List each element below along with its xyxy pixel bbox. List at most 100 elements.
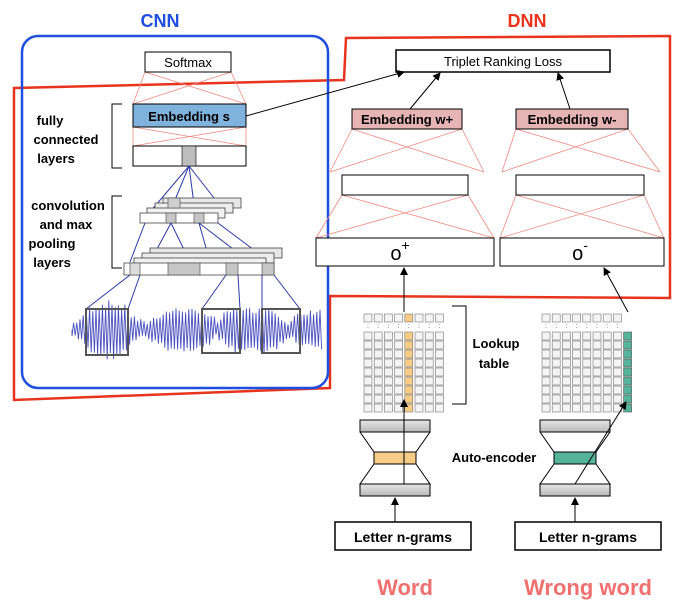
lookup-cell: [551, 349, 561, 359]
lookup-cell: [373, 403, 383, 413]
letter-ngrams-left-box: [334, 521, 472, 551]
loss-box: [395, 49, 611, 73]
lookup-label-line-1: Lookup: [473, 336, 520, 351]
lookup-cell: [572, 367, 581, 377]
lookup-cell: [414, 313, 424, 323]
lookup-cell: [551, 367, 561, 377]
lookup-cell-selected: [623, 385, 632, 395]
lookup-cell: [541, 367, 551, 377]
lookup-cell: [404, 394, 414, 404]
lookup-cell: [592, 313, 602, 323]
lookup-cell: [592, 358, 602, 368]
lookup-cell: [435, 394, 444, 404]
lookup-cell: [613, 376, 622, 386]
lookup-cell: [551, 385, 561, 395]
lookup-cell: [592, 349, 602, 359]
lookup-cell: [602, 358, 612, 368]
fc-bracket: [111, 103, 122, 169]
lookup-cell: [384, 331, 393, 341]
fc-connections: [132, 126, 247, 147]
lookup-cell: [384, 385, 393, 395]
word-label: Word: [377, 575, 433, 600]
lookup-cell: [602, 376, 612, 386]
lookup-cell-selected: [623, 358, 632, 368]
lookup-cell: [602, 385, 612, 395]
embedding-s-label: Embedding s: [148, 109, 230, 124]
left-branch-connections: [315, 128, 495, 239]
lookup-cell-selected: [623, 394, 632, 404]
audio-waveform: [71, 300, 323, 360]
dnn-region-outline: [12, 34, 672, 402]
lookup-cell-selected: [623, 403, 632, 413]
lookup-cell: [592, 376, 602, 386]
letter-ngrams-right-label: Letter n-grams: [539, 529, 637, 545]
lookup-cell: [541, 376, 551, 386]
o-neg-sup: -: [583, 237, 588, 253]
autoencoder-label: Auto-encoder: [452, 450, 537, 465]
arrow-embed-pos-to-loss: [409, 72, 441, 110]
lookup-cell: [394, 394, 403, 404]
lookup-cell: [384, 313, 393, 323]
lookup-table-right: ::::::::: [541, 313, 632, 413]
autoencoder-right: [539, 419, 611, 497]
embedding-neg-label: Embedding w-: [528, 112, 617, 127]
softmax-label: Softmax: [164, 55, 212, 70]
conv-label-line-1: convolution: [31, 198, 105, 213]
lookup-cell: [602, 403, 612, 413]
loss-label: Triplet Ranking Loss: [444, 54, 563, 69]
lookup-cell: [562, 376, 571, 386]
lookup-cell: [414, 331, 424, 341]
lookup-cell: [613, 340, 622, 350]
lookup-cell: [424, 340, 434, 350]
lookup-cell: [582, 385, 592, 395]
lookup-ellipsis: :: [367, 323, 369, 330]
lookup-cell: [404, 376, 414, 386]
lookup-cell: [582, 394, 592, 404]
lookup-cell: [424, 349, 434, 359]
lookup-cell: [613, 358, 622, 368]
fc-unit: [181, 145, 197, 167]
o-pos-label: o+: [390, 237, 409, 265]
lookup-cell: [394, 385, 403, 395]
lookup-cell: [562, 385, 571, 395]
o-pos-base: o: [390, 243, 401, 265]
lookup-cell: [582, 376, 592, 386]
lookup-cell-selected: [623, 340, 632, 350]
lookup-label-line-2: table: [479, 356, 509, 371]
lookup-cell: [373, 385, 383, 395]
lookup-cell: [435, 313, 444, 323]
lookup-cell: [373, 340, 383, 350]
lookup-cell: [613, 313, 622, 323]
lookup-cell: [582, 403, 592, 413]
lookup-cell: [562, 349, 571, 359]
lookup-cell: [394, 358, 403, 368]
lookup-cell: [394, 331, 403, 341]
lookup-cell: [541, 340, 551, 350]
lookup-cell: [404, 367, 414, 377]
fc-label-line-2: connected: [33, 132, 98, 147]
lookup-cell: [592, 394, 602, 404]
lookup-cell: [435, 403, 444, 413]
lookup-cell: [394, 313, 403, 323]
arrow-embed-neg-to-loss: [556, 72, 571, 110]
lookup-cell: [384, 340, 393, 350]
lookup-cell: [562, 331, 571, 341]
lookup-cell: [541, 403, 551, 413]
lookup-cell: [414, 340, 424, 350]
cnn-region-frame: [20, 34, 330, 390]
lookup-cell: [572, 358, 581, 368]
lookup-cell: [592, 385, 602, 395]
lookup-ellipsis: :: [545, 323, 547, 330]
lookup-cell: [404, 358, 414, 368]
arrow-embed-s-to-loss: [245, 70, 405, 117]
lookup-cell: [613, 331, 622, 341]
lookup-cell: [551, 403, 561, 413]
lookup-cell: [602, 367, 612, 377]
lookup-cell: [541, 349, 551, 359]
lookup-cell: [582, 349, 592, 359]
conv-to-wave-lines: [85, 274, 301, 310]
lookup-cell: [582, 340, 592, 350]
lookup-cell: [404, 403, 414, 413]
o-neg-base: o: [572, 243, 583, 265]
lookup-ellipsis: :: [418, 323, 420, 330]
